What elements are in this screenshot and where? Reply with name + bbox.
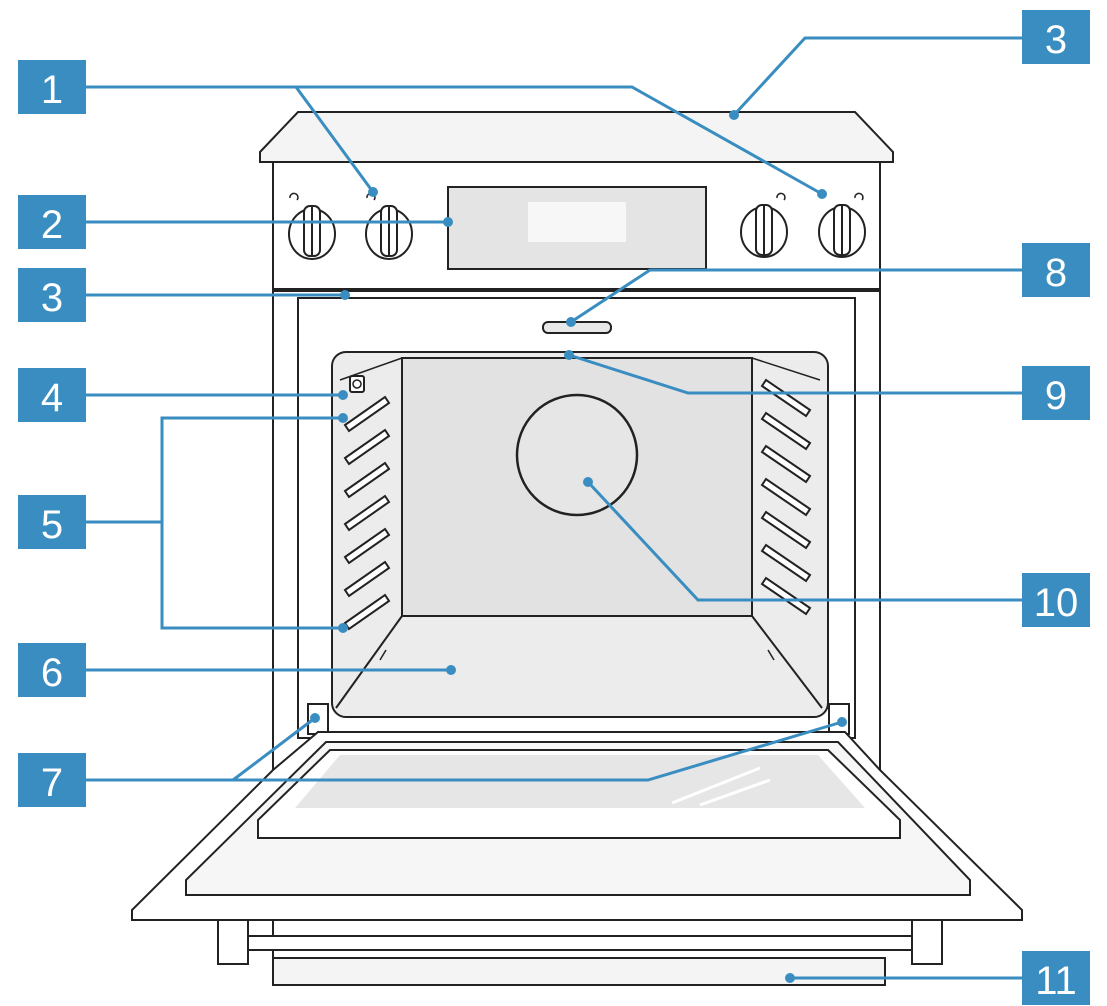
callout-9: 9: [1022, 366, 1090, 420]
callout-2: 2: [18, 195, 86, 249]
callout-1-text: 1: [41, 68, 63, 112]
oven-lamp-icon: [349, 375, 365, 393]
knob-3: [740, 192, 788, 258]
callout-4: 4: [18, 368, 86, 422]
callout-3-top: 3: [1022, 10, 1090, 64]
cooktop: [259, 111, 894, 163]
door-handle-right-bracket: [911, 919, 943, 965]
fan-cover-icon: [515, 393, 639, 517]
leader-lines: [86, 36, 1022, 980]
callout-7-text: 7: [41, 761, 63, 805]
leader-3a: [732, 36, 1022, 117]
display-screen: [528, 202, 626, 242]
callout-6-text: 6: [41, 651, 63, 695]
callout-8: 8: [1022, 243, 1090, 297]
callout-7: 7: [18, 753, 86, 807]
storage-drawer: [272, 957, 886, 986]
leader-10: [586, 480, 1022, 602]
door-handle-left-bracket: [217, 919, 249, 965]
door-handle: [247, 935, 913, 951]
callout-3-left: 3: [18, 268, 86, 322]
callout-3-top-text: 3: [1045, 18, 1067, 62]
callout-8-text: 8: [1045, 251, 1067, 295]
callout-9-text: 9: [1045, 374, 1067, 418]
leader-8: [570, 268, 1022, 324]
oven-illustration: [131, 111, 1023, 986]
callout-11-text: 11: [1035, 959, 1077, 1003]
callout-3-left-text: 3: [41, 276, 63, 320]
left-shelf-runners: [343, 395, 391, 631]
vent-slot: [542, 321, 612, 334]
callout-10-text: 10: [1034, 581, 1079, 625]
callout-5: 5: [18, 495, 86, 549]
leader-9: [568, 353, 1022, 395]
knob-4: [818, 192, 866, 258]
callout-5-text: 5: [41, 503, 63, 547]
callouts: 1 2 3 3 4 5 6 7: [18, 10, 1090, 1005]
right-shelf-runners: [760, 378, 812, 616]
leader-dots: [310, 110, 847, 983]
leader-5-bracket: [160, 416, 343, 630]
callout-11: 11: [1022, 951, 1090, 1005]
callout-6: 6: [18, 643, 86, 697]
callout-10: 10: [1022, 573, 1090, 627]
callout-4-text: 4: [41, 376, 63, 420]
callout-1: 1: [18, 60, 86, 114]
callout-2-text: 2: [41, 203, 63, 247]
leader-7b: [233, 720, 843, 782]
leader-1b: [296, 85, 823, 196]
